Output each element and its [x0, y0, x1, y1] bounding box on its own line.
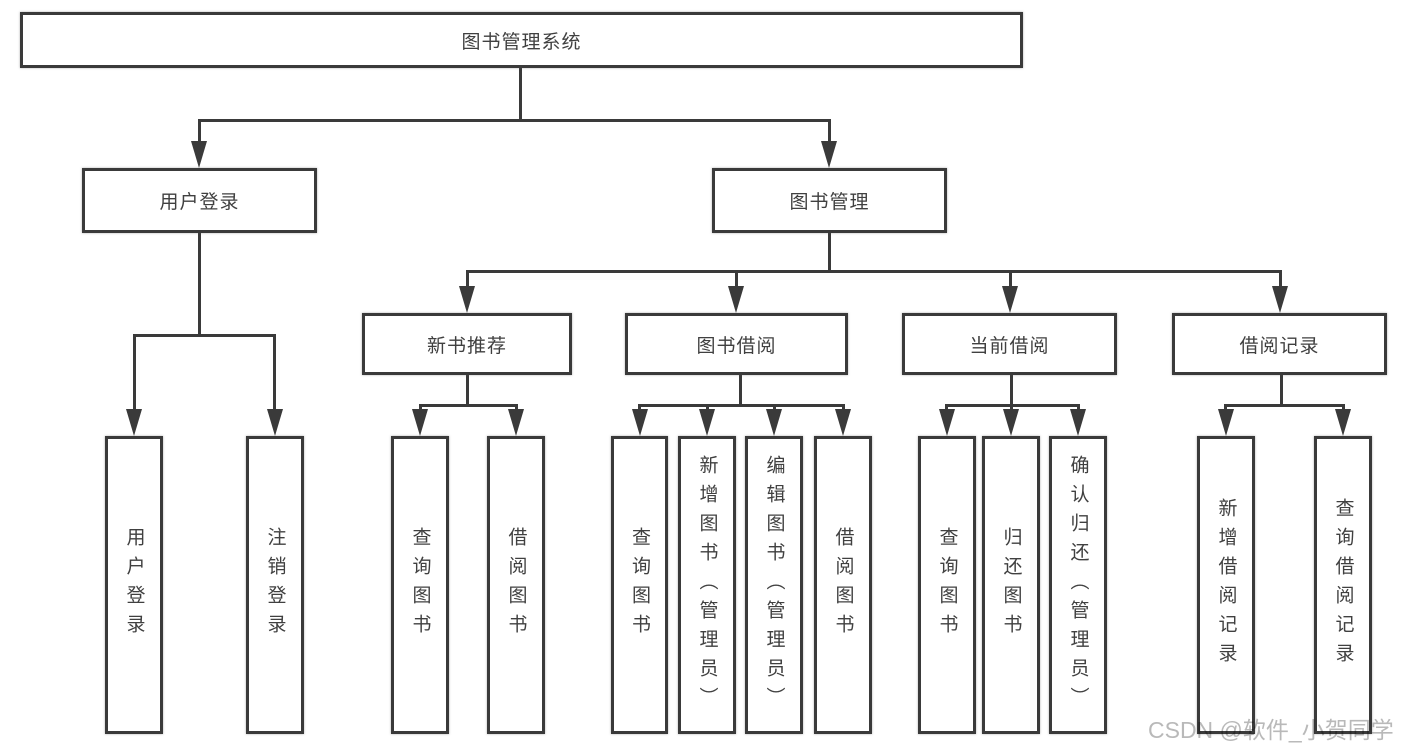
connector-line — [1279, 272, 1282, 288]
leaf-query-books-current-label: 查询图书 — [936, 527, 958, 643]
connector-line — [198, 119, 831, 122]
leaf-add-borrow-record-label: 新增借阅记录 — [1215, 498, 1237, 672]
connector-line — [466, 272, 469, 288]
connector-line — [1224, 404, 1227, 412]
node-user-login-branch: 用户登录 — [82, 168, 317, 233]
leaf-borrow-books-rec-label: 借阅图书 — [505, 527, 527, 643]
leaf-user-login: 用户登录 — [105, 436, 163, 734]
node-book-management-branch: 图书管理 — [712, 168, 947, 233]
leaf-logout-label: 注销登录 — [264, 527, 286, 643]
leaf-confirm-return-admin-label: 确认归还（管理员） — [1067, 454, 1089, 716]
connector-line — [638, 404, 845, 407]
connector-line — [515, 404, 518, 412]
arrow-down-icon — [1003, 409, 1019, 436]
leaf-query-books-rec-label: 查询图书 — [409, 527, 431, 643]
connector-line — [273, 336, 276, 410]
node-new-book-recommendation-label: 新书推荐 — [426, 335, 507, 357]
leaf-confirm-return-admin: 确认归还（管理员） — [1049, 436, 1107, 734]
leaf-query-books-rec: 查询图书 — [391, 436, 449, 734]
connector-line — [519, 68, 522, 121]
connector-line — [735, 272, 738, 288]
leaf-query-borrow-record: 查询借阅记录 — [1314, 436, 1372, 734]
connector-line — [466, 375, 469, 406]
arrow-down-icon — [508, 409, 524, 436]
arrow-down-icon — [1070, 409, 1086, 436]
leaf-query-books-borrow-label: 查询图书 — [629, 527, 650, 643]
connector-line — [739, 375, 742, 406]
connector-line — [638, 404, 641, 412]
arrow-down-icon — [1002, 286, 1018, 313]
node-current-borrowing: 当前借阅 — [902, 313, 1117, 375]
connector-line — [1010, 404, 1013, 412]
connector-line — [706, 404, 709, 412]
node-book-borrowing-label: 图书借阅 — [696, 335, 777, 357]
arrow-down-icon — [632, 409, 648, 436]
leaf-logout: 注销登录 — [246, 436, 304, 734]
leaf-add-books-admin-label: 新增图书（管理员） — [696, 454, 718, 716]
arrow-down-icon — [412, 409, 428, 436]
connector-line — [828, 233, 831, 273]
leaf-return-books: 归还图书 — [982, 436, 1040, 734]
csdn-watermark: CSDN @软件_小贺同学 — [1148, 717, 1394, 743]
connector-line — [419, 404, 518, 407]
connector-line — [773, 404, 776, 412]
leaf-query-borrow-record-label: 查询借阅记录 — [1332, 498, 1354, 672]
connector-line — [1224, 404, 1345, 407]
connector-line — [1077, 404, 1080, 412]
connector-line — [419, 404, 422, 412]
connector-line — [1342, 404, 1345, 412]
leaf-add-books-admin: 新增图书（管理员） — [678, 436, 736, 734]
arrow-down-icon — [126, 409, 142, 436]
connector-line — [1280, 375, 1283, 406]
arrow-down-icon — [1272, 286, 1288, 313]
node-current-borrowing-label: 当前借阅 — [969, 335, 1050, 357]
arrow-down-icon — [939, 409, 955, 436]
arrow-down-icon — [267, 409, 283, 436]
arrow-down-icon — [766, 409, 782, 436]
leaf-return-books-label: 归还图书 — [1000, 527, 1022, 643]
leaf-query-books-borrow: 查询图书 — [611, 436, 668, 734]
node-user-login-branch-label: 用户登录 — [159, 192, 240, 213]
node-root-label: 图书管理系统 — [461, 31, 582, 53]
connector-line — [1010, 375, 1013, 406]
connector-line — [466, 270, 1282, 273]
leaf-add-borrow-record: 新增借阅记录 — [1197, 436, 1255, 734]
leaf-query-books-current: 查询图书 — [918, 436, 976, 734]
arrow-down-icon — [191, 141, 207, 168]
arrow-down-icon — [1335, 409, 1351, 436]
leaf-edit-books-admin: 编辑图书（管理员） — [745, 436, 803, 734]
connector-line — [828, 120, 831, 144]
node-borrowing-records-label: 借阅记录 — [1239, 335, 1320, 357]
leaf-user-login-label: 用户登录 — [123, 527, 145, 643]
connector-line — [198, 233, 201, 337]
arrow-down-icon — [835, 409, 851, 436]
connector-line — [133, 334, 276, 337]
leaf-edit-books-admin-label: 编辑图书（管理员） — [763, 454, 785, 716]
connector-line — [945, 404, 948, 412]
node-book-borrowing: 图书借阅 — [625, 313, 848, 375]
leaf-borrow-books: 借阅图书 — [814, 436, 872, 734]
connector-line — [1009, 272, 1012, 288]
node-book-management-branch-label: 图书管理 — [789, 192, 870, 213]
connector-line — [198, 120, 201, 144]
leaf-borrow-books-rec: 借阅图书 — [487, 436, 545, 734]
arrow-down-icon — [728, 286, 744, 313]
arrow-down-icon — [459, 286, 475, 313]
node-new-book-recommendation: 新书推荐 — [362, 313, 572, 375]
arrow-down-icon — [1218, 409, 1234, 436]
arrow-down-icon — [699, 409, 715, 436]
connector-line — [842, 404, 845, 412]
node-root: 图书管理系统 — [20, 12, 1023, 68]
leaf-borrow-books-label: 借阅图书 — [832, 527, 854, 643]
connector-line — [133, 336, 136, 410]
node-borrowing-records: 借阅记录 — [1172, 313, 1387, 375]
arrow-down-icon — [821, 141, 837, 168]
